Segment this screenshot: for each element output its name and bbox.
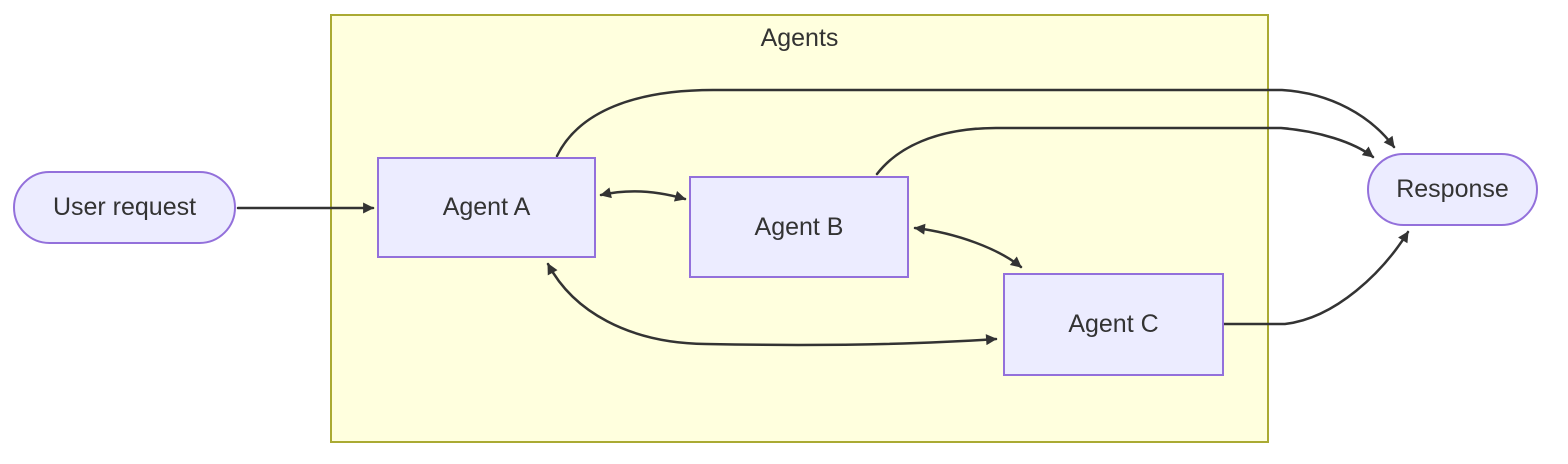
node-response: Response	[1367, 153, 1538, 226]
node-agent-c: Agent C	[1003, 273, 1224, 376]
node-response-label: Response	[1396, 175, 1509, 203]
agents-cluster-label: Agents	[760, 24, 839, 52]
node-agent-a: Agent A	[377, 157, 596, 258]
node-agent-c-label: Agent C	[1068, 310, 1159, 338]
node-agent-a-label: Agent A	[442, 193, 531, 221]
node-user-request-label: User request	[52, 193, 197, 221]
node-agent-b: Agent B	[689, 176, 909, 278]
node-user-request: User request	[13, 171, 236, 244]
node-agent-b-label: Agent B	[754, 212, 844, 241]
